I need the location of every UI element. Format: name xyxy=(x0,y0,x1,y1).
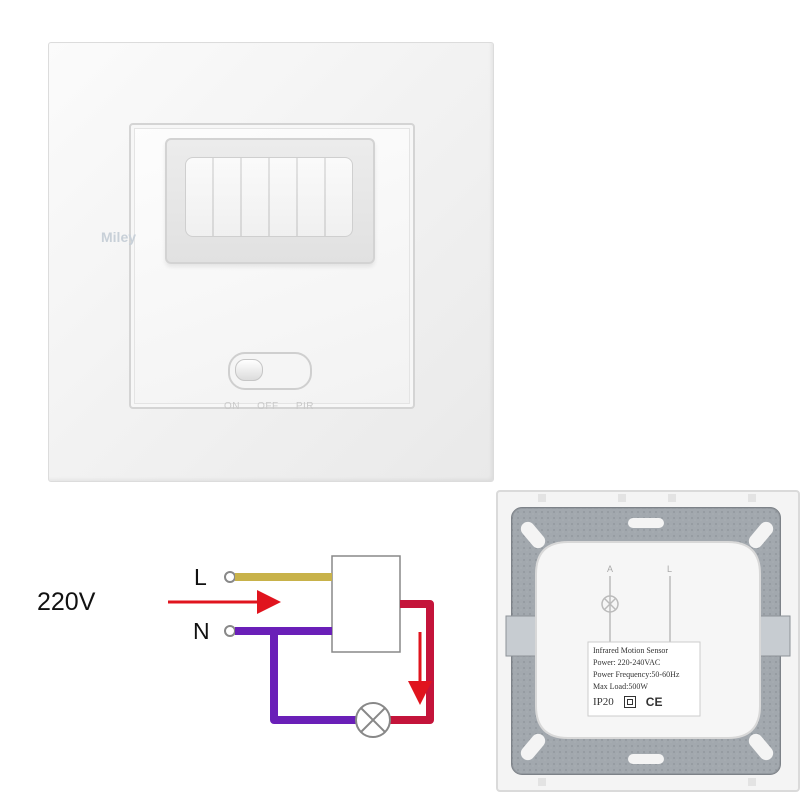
line-terminal-icon xyxy=(224,571,236,583)
watermark: Miley xyxy=(101,229,137,245)
switch-box xyxy=(331,555,401,653)
neutral-label: N xyxy=(193,618,210,644)
info-line-max-load: Max Load:500W xyxy=(593,682,648,691)
lamp-symbol-icon xyxy=(601,595,619,613)
pir-sensor-housing xyxy=(165,138,375,264)
mounting-frame: A L xyxy=(505,494,791,786)
line-label: L xyxy=(194,564,207,590)
load-wire xyxy=(390,600,434,724)
terminal-l-label: L xyxy=(667,564,672,574)
ip-rating: IP20 xyxy=(593,696,614,708)
info-label-box xyxy=(587,641,701,717)
mode-switch[interactable] xyxy=(228,352,312,390)
sensor-front-plate: ON OFF PIR Miley xyxy=(48,42,494,482)
voltage-label: 220V xyxy=(37,588,96,616)
neutral-terminal-icon xyxy=(224,625,236,637)
mode-switch-knob[interactable] xyxy=(235,359,263,381)
info-line-frequency: Power Frequency:50-60Hz xyxy=(593,670,680,679)
switch-label-pir: PIR xyxy=(295,401,314,412)
ce-mark: CE xyxy=(645,695,663,709)
double-insulation-icon xyxy=(623,696,636,708)
sensor-inner-frame: ON OFF PIR xyxy=(129,123,415,412)
neutral-wire xyxy=(270,631,356,724)
sensor-back-plate: A L Infrared Motion Sensor Power: 220-24… xyxy=(496,490,800,792)
terminal-a-label: A xyxy=(607,564,613,574)
switch-label-on: ON xyxy=(224,401,240,412)
info-label: Infrared Motion Sensor Power: 220-240VAC… xyxy=(589,643,737,710)
info-line-power: Power: 220-240VAC xyxy=(593,658,661,667)
info-line-title: Infrared Motion Sensor xyxy=(593,646,669,655)
pir-lens xyxy=(185,157,353,237)
switch-label-off: OFF xyxy=(257,401,279,412)
wiring-diagram xyxy=(168,555,434,738)
switch-labels: ON OFF PIR xyxy=(224,401,314,412)
